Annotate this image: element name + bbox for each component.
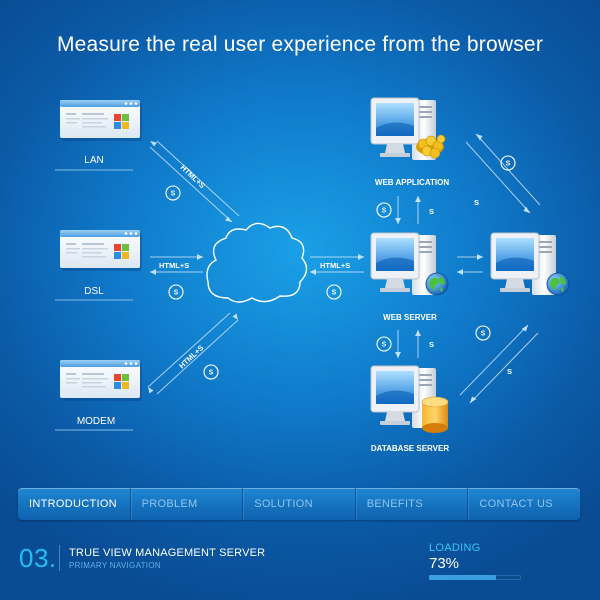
svg-text:S: S: [382, 208, 387, 215]
browser-window-icon: [60, 360, 142, 401]
dollar-badge-icon: S: [165, 185, 181, 201]
footer-divider: [59, 545, 60, 571]
step-number: 03.: [19, 543, 57, 573]
connection-label-db-s: S: [429, 340, 434, 349]
connection-label-lower-right-s: S: [507, 367, 512, 376]
client-dsl[interactable]: DSL: [55, 230, 142, 301]
dollar-badge-icon: S: [326, 284, 342, 300]
client-label-dsl: DSL: [84, 286, 104, 297]
client-label-lan: LAN: [84, 155, 103, 166]
server-label-web-application: WEB APPLICATION: [375, 178, 449, 187]
badges: S S S S S S S S: [165, 155, 516, 380]
svg-text:S: S: [506, 161, 511, 168]
connection-label-upper-right-s: S: [474, 198, 479, 207]
svg-text:S: S: [171, 191, 176, 198]
globe-icon: [425, 272, 449, 296]
dollar-badge-icon: S: [475, 325, 491, 341]
svg-text:S: S: [174, 290, 179, 297]
client-label-modem: MODEM: [77, 416, 115, 427]
server-label-database: DATABASE SERVER: [371, 444, 449, 453]
nav-item-solution[interactable]: SOLUTION: [243, 488, 356, 520]
browser-window-icon: [60, 100, 142, 141]
nav-item-introduction[interactable]: INTRODUCTION: [18, 488, 131, 520]
loading-progress-bar: [429, 575, 521, 580]
nav-item-benefits[interactable]: BENEFITS: [356, 488, 469, 520]
svg-text:S: S: [382, 342, 387, 349]
svg-text:S: S: [481, 331, 486, 338]
globe-icon: [546, 272, 570, 296]
dollar-badge-icon: S: [500, 155, 516, 171]
primary-navigation: INTRODUCTION PROBLEM SOLUTION BENEFITS C…: [18, 488, 580, 520]
svg-text:S: S: [332, 290, 337, 297]
server-web-application[interactable]: WEB APPLICATION: [370, 97, 449, 187]
connection-label-dsl: HTML+S: [159, 261, 189, 270]
coins-icon: [416, 134, 446, 159]
server-web-server[interactable]: WEB SERVER: [370, 232, 449, 322]
arrow-icon: [149, 146, 233, 223]
page-title: Measure the real user experience from th…: [56, 33, 544, 56]
cloud-icon: [206, 222, 308, 303]
svg-text:S: S: [209, 370, 214, 377]
arrow-icon: [147, 312, 231, 388]
server-right[interactable]: [490, 232, 570, 296]
loading-label: LOADING: [429, 542, 481, 554]
nav-item-problem[interactable]: PROBLEM: [131, 488, 244, 520]
arrow-heads: [148, 134, 530, 403]
client-modem[interactable]: MODEM: [55, 360, 142, 431]
server-database[interactable]: DATABASE SERVER: [370, 365, 449, 453]
client-lan[interactable]: LAN: [55, 100, 142, 171]
dollar-badge-icon: S: [376, 336, 392, 352]
dollar-badge-icon: S: [376, 202, 392, 218]
dollar-badge-icon: S: [203, 364, 219, 380]
footer-subtitle: PRIMARY NAVIGATION: [69, 561, 161, 570]
connection-label-webserver: HTML+S: [320, 261, 350, 270]
nav-item-contact-us[interactable]: CONTACT US: [479, 498, 553, 510]
database-icon: [421, 396, 449, 433]
connection-label-app-s: S: [429, 207, 434, 216]
server-monitor-icon: [490, 232, 557, 296]
dollar-badge-icon: S: [168, 284, 184, 300]
loading-value: 73%: [429, 555, 460, 572]
footer-title: TRUE VIEW MANAGEMENT SERVER: [69, 547, 266, 559]
architecture-diagram: HTML+S HTML+S HTML+S HTML+S S S S S S S …: [55, 97, 570, 453]
server-label-web-server: WEB SERVER: [383, 313, 437, 322]
browser-window-icon: [60, 230, 142, 271]
loading-progress-fill: [429, 575, 497, 580]
